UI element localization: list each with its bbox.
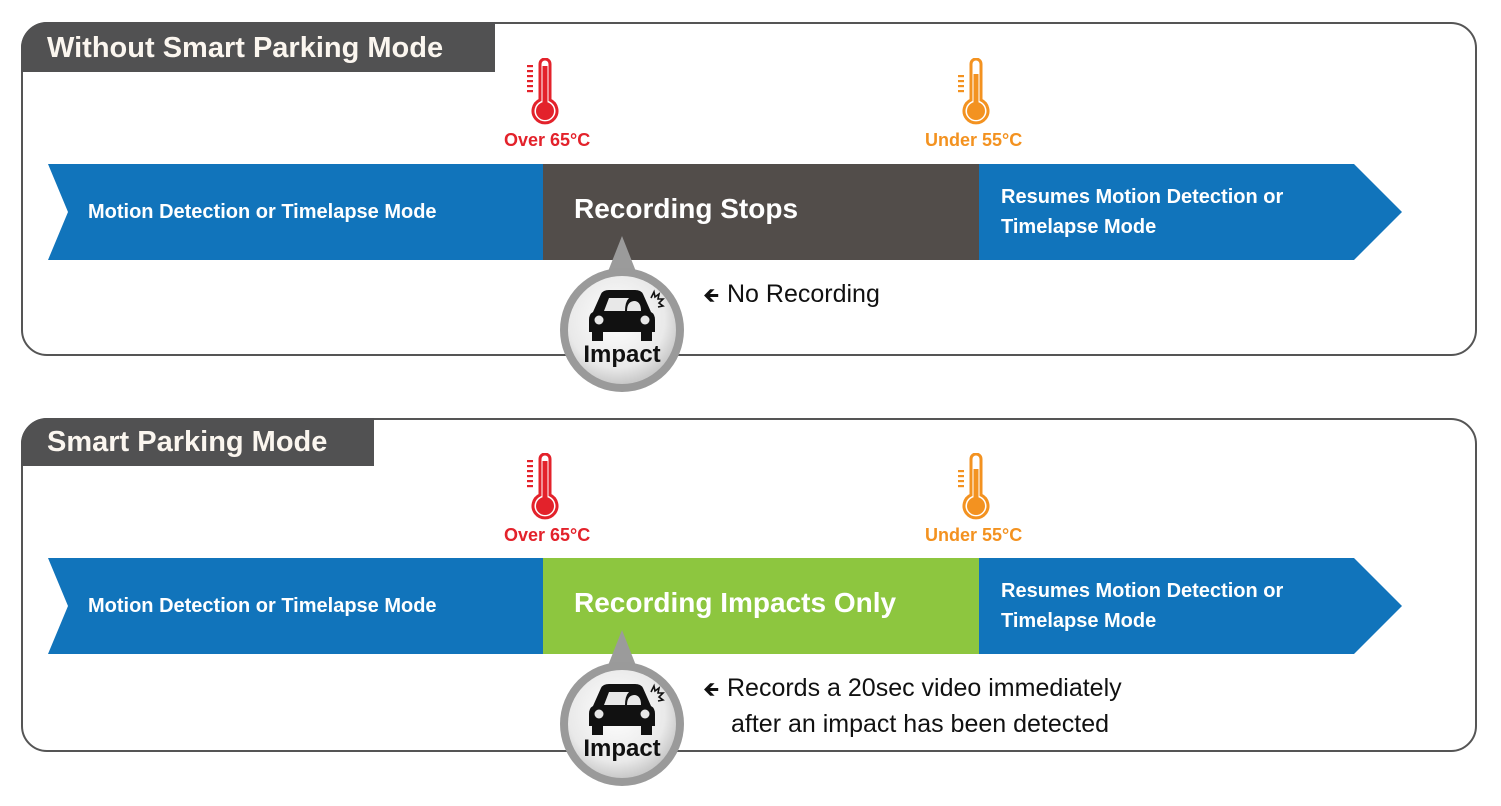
under-55c-label: Under 55°C xyxy=(925,130,1023,150)
segment-recording-stops: Recording Stops xyxy=(543,164,979,260)
segment-middle-label: Recording Stops xyxy=(574,193,799,224)
segment-left-label: Motion Detection or Timelapse Mode xyxy=(88,595,437,617)
segment-middle-shape xyxy=(543,164,979,260)
impact-badge: Impact xyxy=(555,628,689,786)
panel-title: Smart Parking Mode xyxy=(21,418,374,466)
impact-label: Impact xyxy=(583,735,660,762)
impact-label: Impact xyxy=(583,341,660,368)
segment-left-shape xyxy=(48,558,543,654)
segment-left-label: Motion Detection or Timelapse Mode xyxy=(88,201,437,223)
under-55c-label: Under 55°C xyxy=(925,525,1023,545)
over-65c-label: Over 65°C xyxy=(504,525,591,545)
thermometer-hot-icon xyxy=(527,453,559,520)
segment-recording-impacts-only: Recording Impacts Only xyxy=(543,558,979,654)
left-arrow-icon: 🡸 xyxy=(703,679,720,701)
thermometer-cool-icon xyxy=(958,453,990,520)
impact-badge: Impact xyxy=(555,234,689,392)
segment-resumes: Resumes Motion Detection or Timelapse Mo… xyxy=(979,558,1404,654)
segment-motion-detection: Motion Detection or Timelapse Mode xyxy=(48,558,543,654)
left-arrow-icon: 🡸 xyxy=(703,285,720,307)
panel-title: Without Smart Parking Mode xyxy=(21,22,495,72)
segment-right-line2: Timelapse Mode xyxy=(1001,216,1157,238)
segment-middle-shape xyxy=(543,558,979,654)
note-line1: Records a 20sec video immediately xyxy=(727,674,1122,702)
thermometer-cool-icon xyxy=(958,58,990,125)
segment-right-label: Resumes Motion Detection or Timelapse Mo… xyxy=(1001,182,1283,242)
segment-right-line1: Resumes Motion Detection or xyxy=(1001,186,1284,208)
segment-middle-label: Recording Impacts Only xyxy=(574,587,897,618)
segment-right-shape xyxy=(979,558,1402,654)
note-line1: No Recording xyxy=(727,280,880,308)
segment-right-label: Resumes Motion Detection or Timelapse Mo… xyxy=(1001,576,1283,636)
segment-left-shape xyxy=(48,164,543,260)
timeline-bar: Motion Detection or Timelapse Mode Recor… xyxy=(48,558,1404,654)
segment-resumes: Resumes Motion Detection or Timelapse Mo… xyxy=(979,164,1404,260)
no-recording-note: 🡸 No Recording xyxy=(703,277,880,313)
segment-right-shape xyxy=(979,164,1402,260)
segment-right-line2: Timelapse Mode xyxy=(1001,610,1157,632)
over-65c-label: Over 65°C xyxy=(504,130,591,150)
note-line2: after an impact has been detected xyxy=(731,710,1110,738)
records-20sec-note: 🡸 Records a 20sec video immediately after… xyxy=(703,671,1122,741)
timeline-shape xyxy=(48,164,1402,260)
segment-motion-detection: Motion Detection or Timelapse Mode xyxy=(48,164,543,260)
car-impact-icon: Impact xyxy=(560,630,684,786)
car-impact-icon: Impact xyxy=(560,236,684,392)
segment-right-line1: Resumes Motion Detection or xyxy=(1001,580,1284,602)
timeline-bar: Motion Detection or Timelapse Mode Recor… xyxy=(48,164,1404,260)
timeline-shape xyxy=(48,558,1402,654)
thermometer-hot-icon xyxy=(527,58,559,125)
